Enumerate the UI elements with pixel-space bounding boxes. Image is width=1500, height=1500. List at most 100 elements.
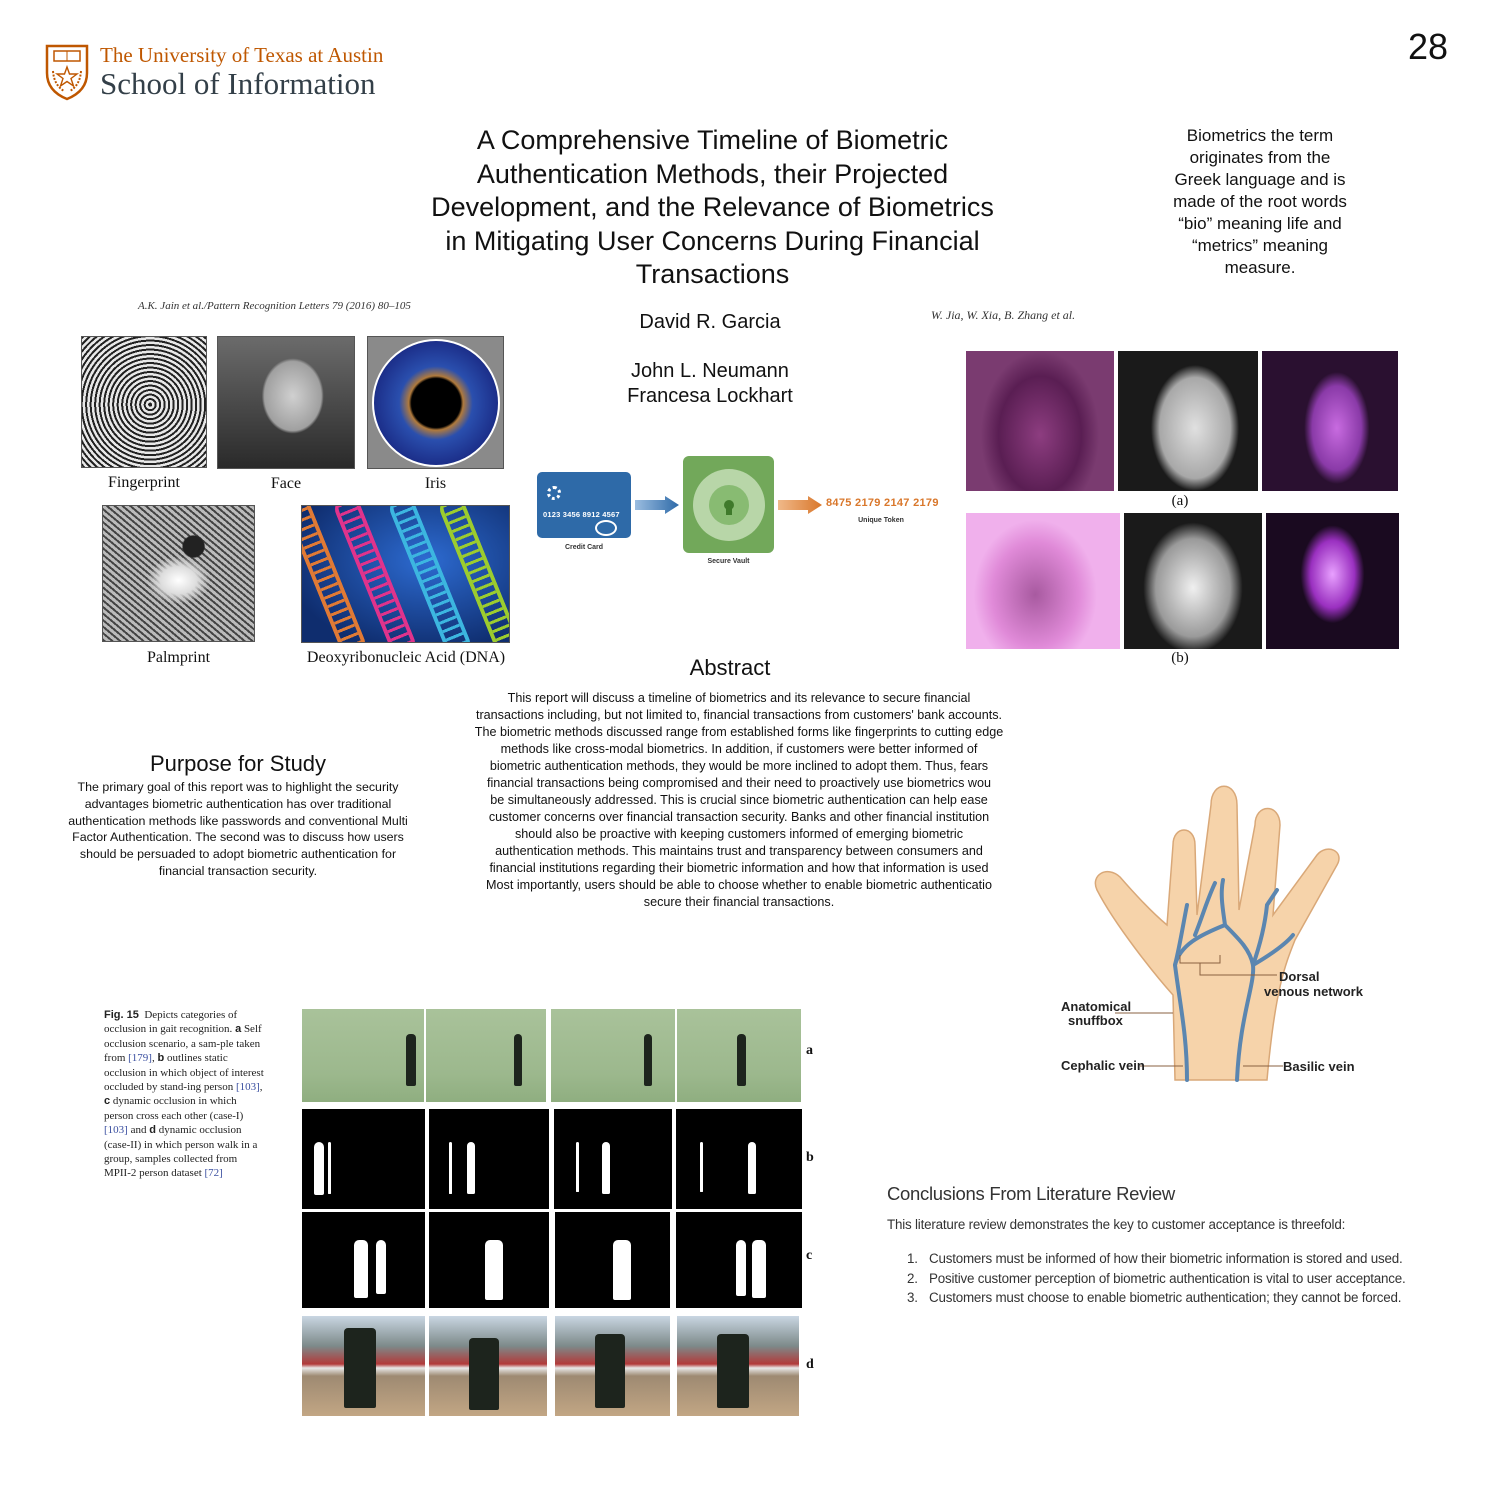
logo-university-name: The University of Texas at Austin [100,43,384,67]
arrow-right-icon [778,496,822,514]
palmprint-image [102,505,255,642]
gait-row-b-label: b [806,1150,814,1165]
vein-image-a1 [966,351,1114,491]
abstract-line: This report will discuss a timeline of b… [507,691,971,705]
gait-row-a-label: a [806,1043,813,1058]
item-number: 3. [907,1290,918,1305]
gait-row-c-label: c [806,1248,813,1263]
vein-row-a-label: (a) [1171,493,1189,509]
fingerprint-image [81,336,207,468]
purpose-line: The primary goal of this report was to h… [77,780,399,794]
caption-text: dynamic occlusion (case-II) in which per… [104,1124,258,1180]
conclusions-heading: Conclusions From Literature Review [887,1183,1175,1204]
definition-line: Greek language and is [1174,170,1346,189]
purpose-line: Factor Authentication. The second was to… [72,830,404,845]
abstract-line: financial institutions regarding their b… [489,861,989,875]
gait-image-d3 [555,1316,670,1416]
secure-vault-label: Secure Vault [707,558,750,565]
author-name: John L. Neumann [631,360,789,382]
palmprint-label: Palmprint [146,649,211,666]
gait-image-c4 [676,1212,802,1308]
abstract-line: biometric authentication methods, they w… [489,759,989,773]
title-line: Development, and the Relevance of Biomet… [431,192,994,222]
title-line: in Mitigating User Concerns During Finan… [445,225,980,256]
face-label: Face [270,475,302,492]
caption-text: Self occlusion scenario, a sam-ple taken… [104,1023,262,1065]
fingerprint-label: Fingerprint [108,474,180,491]
caption-letter: b [157,1052,165,1065]
basilic-vein-label: Basilic vein [1283,1059,1355,1074]
gait-image-b2 [429,1109,549,1209]
abstract-line: The biometric methods discussed range fr… [474,725,1004,739]
dna-image [301,505,510,643]
caption-ref: [179] [128,1052,152,1065]
snuffbox-label: Anatomical [1061,999,1132,1014]
gait-image-d2 [429,1316,547,1416]
gait-image-c1 [302,1212,425,1308]
gait-row-d-label: d [806,1357,814,1372]
item-text: Positive customer perception of biometri… [929,1270,1406,1286]
caption-text: Depicts categories of occlusion in gait … [104,1009,238,1036]
definition-line: Biometrics the term [1186,126,1334,145]
caption-text: outlines static occlusion in which objec… [104,1052,264,1094]
card-chip-icon [547,486,561,500]
unique-token-label: Unique Token [858,517,904,524]
ut-shield-icon [45,44,89,101]
vein-image-b3 [1266,513,1399,649]
vein-image-a3 [1262,351,1398,491]
conclusion-item: 1.Customers must be informed of how thei… [907,1249,1405,1269]
vein-row-b-label: (b) [1171,650,1189,666]
iris-label: Iris [424,475,447,492]
caption-letter: c [104,1095,111,1108]
caption-letter: d [149,1124,156,1137]
item-text: Customers must choose to enable biometri… [929,1290,1402,1305]
snuffbox-label-2: snuffbox [1068,1013,1123,1028]
abstract-heading: Abstract [689,655,771,680]
abstract-body: This report will discuss a timeline of b… [444,690,1034,911]
vein-citation: W. Jia, W. Xia, B. Zhang et al. [931,308,1076,322]
dna-label: Deoxyribonucleic Acid (DNA) [306,649,506,666]
dorsal-label: Dorsal [1279,969,1320,984]
definition-line: measure. [1224,258,1296,277]
fig-number: Fig. 15 [104,1009,139,1021]
card-number: 0123 3456 8912 4567 [543,510,620,519]
abstract-line: secure their financial transactions. [643,895,835,909]
secure-vault-graphic [683,456,774,553]
caption-ref: [103] [104,1124,128,1137]
cephalic-vein-label: Cephalic vein [1061,1058,1145,1073]
abstract-line: be simultaneously addressed. This is cru… [490,793,988,807]
purpose-line: should be persuaded to adopt biometric a… [79,847,397,862]
arrow-right-icon [635,496,679,514]
definition-line: “metrics” meaning [1191,236,1329,255]
gait-image-b3 [554,1109,672,1209]
item-number: 1. [907,1251,918,1266]
purpose-body: The primary goal of this report was to h… [44,779,432,880]
gait-image-a3 [551,1009,675,1102]
purpose-line: authentication methods like passwords an… [68,813,408,828]
abstract-line: methods like cross-modal biometrics. In … [500,742,978,756]
authors: David R. Garcia John L. Neumann Francesa… [560,310,860,409]
caption-ref: [72] [204,1167,223,1180]
abstract-line: transactions including, but not limited … [475,708,1002,722]
unique-token-value: 8475 2179 2147 2179 [826,497,939,509]
dorsal-label-2: venous network [1264,984,1363,999]
title-line: Transactions [635,259,790,289]
credit-card-graphic: 0123 3456 8912 4567 [537,472,631,538]
hand-vein-anatomy-diagram [1094,785,1340,1082]
gait-image-a4 [677,1009,801,1102]
caption-text: , [259,1081,263,1094]
title-line: A Comprehensive Timeline of Biometric [476,125,949,155]
caption-text: , [151,1052,158,1065]
caption-ref: [103] [235,1081,260,1094]
ut-ischool-logo: The University of Texas at Austin School… [44,42,404,102]
iris-eye-icon [371,338,500,467]
abstract-line: authentication methods. This maintains t… [495,844,983,858]
card-logo-icon [595,520,617,536]
title-line: Authentication Methods, their Projected [476,158,949,189]
definition-line: originates from the [1189,148,1331,167]
gait-image-c3 [555,1212,670,1308]
abstract-line: customer concerns over financial transac… [488,810,990,824]
caption-letter: a [235,1023,242,1036]
conclusions-list: 1.Customers must be informed of how thei… [907,1249,1406,1308]
abstract-line: Most importantly, users should be able t… [486,878,992,892]
